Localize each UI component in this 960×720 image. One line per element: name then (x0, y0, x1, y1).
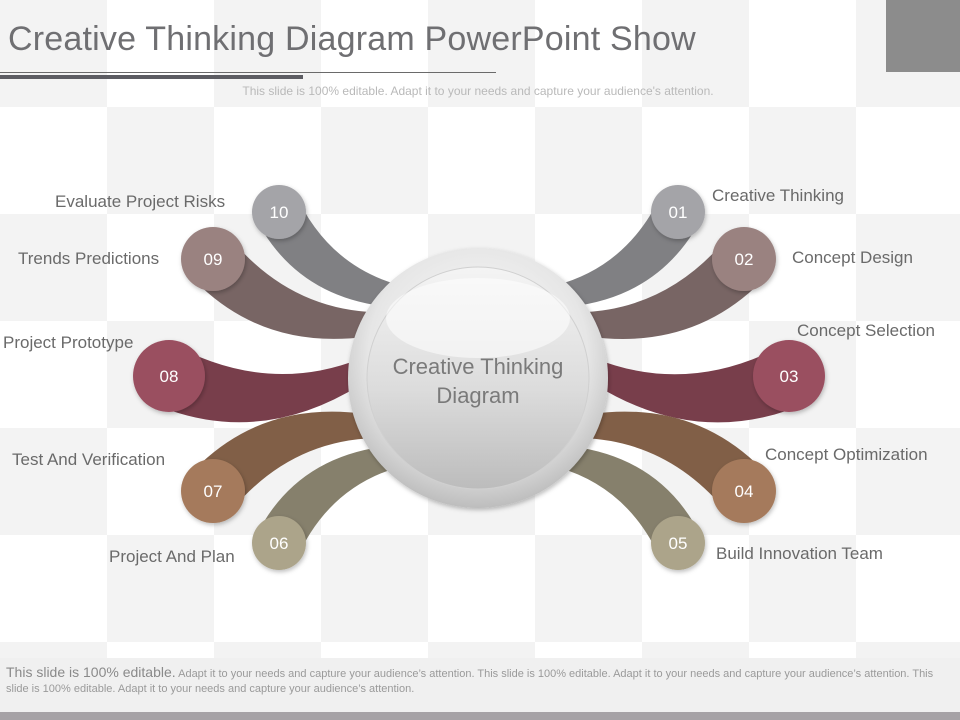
node-label-03: Concept Selection (797, 321, 935, 340)
center-hub (348, 248, 608, 508)
footer-body: Adapt it to your needs and capture your … (6, 668, 934, 695)
background-tile (642, 0, 749, 107)
background-tile (0, 428, 107, 535)
background-tile (856, 428, 960, 535)
diagram-arms (168, 191, 790, 564)
background-tile (214, 0, 321, 107)
bottom-bar (0, 712, 960, 720)
background-tile (0, 214, 107, 321)
center-label-line1: Creative Thinking (392, 354, 564, 379)
background-tile (321, 107, 428, 214)
node-circle-06 (252, 516, 306, 570)
node-circle-10 (252, 185, 306, 239)
background-tile (428, 0, 535, 107)
slide-subtitle: This slide is 100% editable. Adapt it to… (242, 84, 714, 98)
node-number-02: 02 (735, 250, 754, 269)
background-tile (107, 107, 214, 214)
node-number-01: 01 (669, 203, 688, 222)
diagram-arm-08 (168, 341, 361, 423)
node-circle-09 (181, 227, 245, 291)
node-label-04: Concept Optimization (765, 445, 928, 464)
node-label-08: Project Prototype (3, 333, 134, 352)
node-circle-08 (133, 340, 205, 412)
node-label-05: Build Innovation Team (716, 544, 883, 563)
node-label-02: Concept Design (792, 248, 913, 267)
node-label-06: Project And Plan (109, 547, 235, 566)
diagram-arm-03 (595, 341, 790, 423)
node-number-07: 07 (204, 482, 223, 501)
background-tile (535, 107, 642, 214)
node-circle-02 (712, 227, 776, 291)
node-circle-07 (181, 459, 245, 523)
corner-accent-box (886, 0, 960, 72)
node-number-08: 08 (160, 367, 179, 386)
node-number-06: 06 (270, 534, 289, 553)
node-label-01: Creative Thinking (712, 186, 844, 205)
node-number-10: 10 (270, 203, 289, 222)
node-label-09: Trends Predictions (18, 249, 160, 268)
node-label-10: Evaluate Project Risks (55, 192, 226, 211)
center-hub-highlight (386, 278, 570, 358)
background-tile (535, 535, 642, 642)
background-tile (321, 535, 428, 642)
title-underline-thin (0, 72, 496, 73)
background-tile (0, 0, 107, 107)
node-circle-05 (651, 516, 705, 570)
diagram-arm-04 (580, 411, 756, 520)
node-circle-03 (753, 340, 825, 412)
slide-title: Creative Thinking Diagram PowerPoint Sho… (8, 20, 696, 58)
node-circle-04 (712, 459, 776, 523)
node-number-03: 03 (780, 367, 799, 386)
title-underline-thick (0, 75, 303, 79)
diagram-arm-09 (201, 230, 378, 339)
center-label-line2: Diagram (436, 383, 520, 408)
node-label-07: Test And Verification (12, 450, 166, 469)
diagram-arm-02 (578, 230, 756, 339)
node-number-04: 04 (735, 482, 754, 501)
footer-text: This slide is 100% editable. Adapt it to… (6, 665, 954, 697)
background-tile (856, 214, 960, 321)
background-tile (107, 535, 214, 642)
background-tile (749, 535, 856, 642)
node-circle-01 (651, 185, 705, 239)
footer-lead: This slide is 100% editable. (6, 664, 176, 680)
node-number-09: 09 (204, 250, 223, 269)
footer-panel: This slide is 100% editable. Adapt it to… (0, 658, 960, 712)
background-tile (749, 107, 856, 214)
creative-thinking-diagram: 01 02 03 04 05 06 07 08 09 10 (133, 185, 825, 570)
node-number-05: 05 (669, 534, 688, 553)
diagram-nodes: 01 02 03 04 05 06 07 08 09 10 (133, 185, 825, 570)
center-label: Creative Thinking Diagram (370, 352, 586, 410)
